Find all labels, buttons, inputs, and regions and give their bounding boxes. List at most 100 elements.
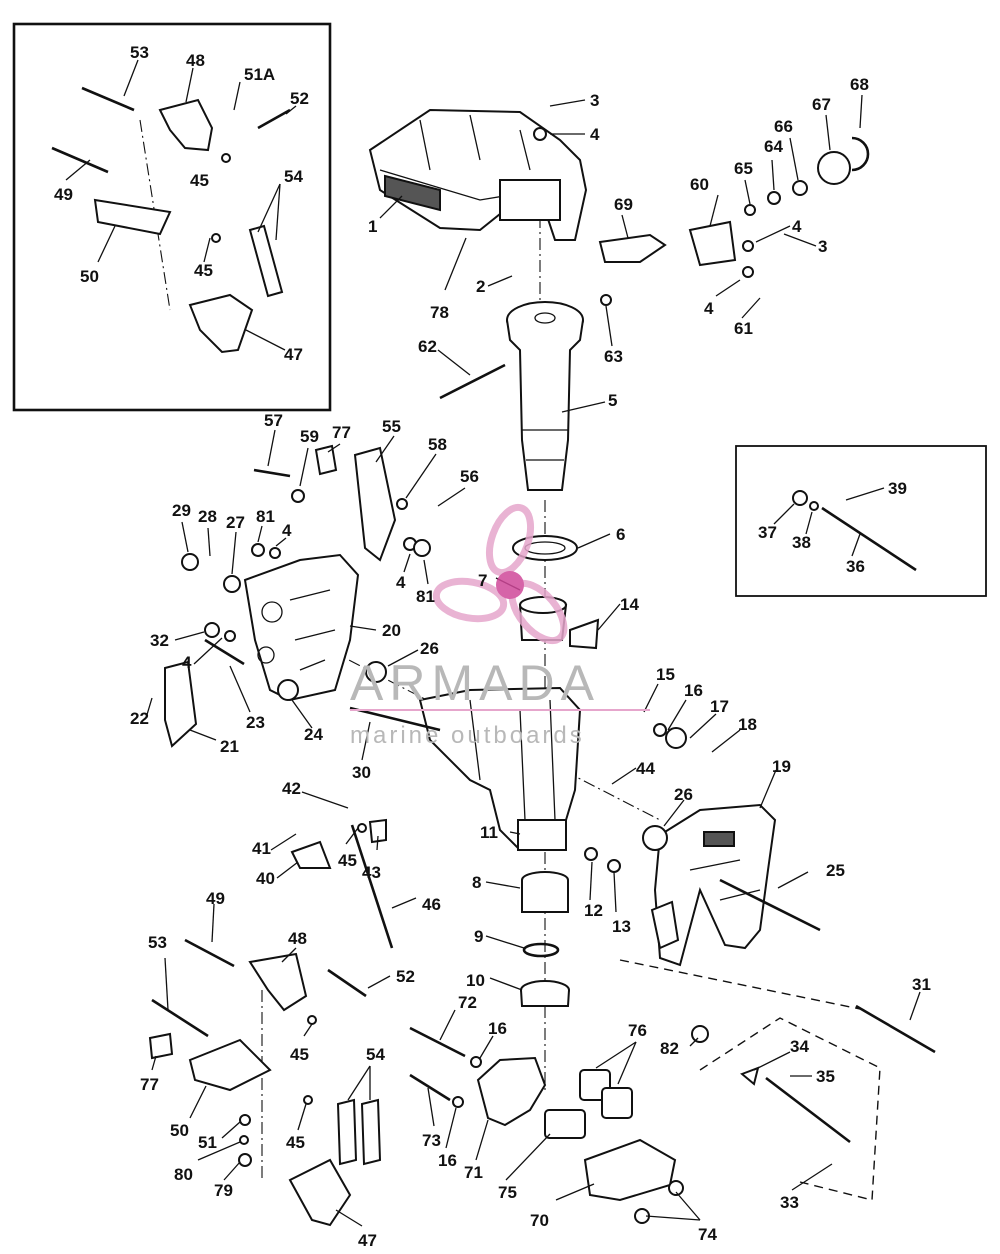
label-43: 43: [362, 863, 381, 882]
label-67: 67: [812, 95, 831, 114]
label-4-left: 4: [182, 653, 192, 672]
label-23: 23: [246, 713, 265, 732]
label-45-inset-b: 45: [194, 261, 213, 280]
label-3-right: 3: [818, 237, 827, 256]
wedge-14: [569, 618, 600, 650]
inset-box-right: [735, 445, 987, 597]
label-77-lower: 77: [140, 1075, 159, 1094]
logo-blade-top: [485, 503, 535, 577]
logo-hub: [496, 571, 524, 599]
seal-10: [520, 980, 570, 1007]
label-45-mid: 45: [338, 851, 357, 870]
label-12: 12: [584, 901, 603, 920]
label-40: 40: [256, 869, 275, 888]
label-18: 18: [738, 715, 757, 734]
label-26-left: 26: [420, 639, 439, 658]
label-64: 64: [764, 137, 783, 156]
label-73: 73: [422, 1131, 441, 1150]
label-80: 80: [174, 1165, 193, 1184]
label-4-mid-b: 4: [396, 573, 406, 592]
stern-bracket-right: [653, 803, 777, 967]
dashed-group-outline: [699, 1017, 881, 1201]
label-81-left: 81: [256, 507, 275, 526]
label-66: 66: [774, 117, 793, 136]
label-6: 6: [616, 525, 625, 544]
label-19: 19: [772, 757, 791, 776]
label-48-inset: 48: [186, 51, 205, 70]
label-45-lower-b: 45: [286, 1133, 305, 1152]
label-36: 36: [846, 557, 865, 576]
o-ring-9: [522, 942, 560, 958]
label-8: 8: [472, 873, 481, 892]
label-28: 28: [198, 507, 217, 526]
label-63: 63: [604, 347, 623, 366]
label-37: 37: [758, 523, 777, 542]
label-59: 59: [300, 427, 319, 446]
label-1: 1: [368, 217, 377, 236]
label-46: 46: [422, 895, 441, 914]
label-74: 74: [698, 1225, 717, 1244]
label-62: 62: [418, 337, 437, 356]
label-53-lower: 53: [148, 933, 167, 952]
label-27: 27: [226, 513, 245, 532]
label-49-inset: 49: [54, 185, 73, 204]
stern-bracket-left: [243, 553, 360, 702]
label-4-right-a: 4: [792, 217, 802, 236]
label-57: 57: [264, 411, 283, 430]
stud-axis: [619, 959, 866, 1011]
leader-lines: [65, 59, 921, 1227]
label-55: 55: [382, 417, 401, 436]
label-4-right-b: 4: [704, 299, 714, 318]
label-38: 38: [792, 533, 811, 552]
label-69: 69: [614, 195, 633, 214]
label-65: 65: [734, 159, 753, 178]
label-71: 71: [464, 1163, 483, 1182]
swivel-bracket: [368, 108, 588, 241]
label-21: 21: [220, 737, 239, 756]
label-51: 51: [198, 1133, 217, 1152]
label-45-inset-a: 45: [190, 171, 209, 190]
label-54-inset: 54: [284, 167, 303, 186]
label-17: 17: [710, 697, 729, 716]
label-24: 24: [304, 725, 323, 744]
label-50-inset: 50: [80, 267, 99, 286]
logo-blade-left: [432, 577, 508, 623]
label-47-inset: 47: [284, 345, 303, 364]
label-9: 9: [474, 927, 483, 946]
label-16-right: 16: [684, 681, 703, 700]
label-20: 20: [382, 621, 401, 640]
label-53-inset: 53: [130, 43, 149, 62]
part-labels: 53 48 51A 52 49 45 54 50 45 47 3 4 1 2 7…: [54, 43, 931, 1250]
watermark-brand: ARMADA: [350, 655, 600, 711]
label-11: 11: [480, 823, 498, 842]
label-33: 33: [780, 1193, 799, 1212]
steering-tube: [506, 301, 584, 491]
label-78: 78: [430, 303, 449, 322]
label-14: 14: [620, 595, 639, 614]
label-51a: 51A: [244, 65, 275, 84]
label-41: 41: [252, 839, 271, 858]
label-44: 44: [636, 759, 655, 778]
label-75: 75: [498, 1183, 517, 1202]
label-15: 15: [656, 665, 675, 684]
label-10: 10: [466, 971, 485, 990]
label-32: 32: [150, 631, 169, 650]
bolts-and-rods: [51, 86, 936, 1144]
label-50-lower: 50: [170, 1121, 189, 1140]
label-35: 35: [816, 1067, 835, 1086]
label-30: 30: [352, 763, 371, 782]
label-45-lower-a: 45: [290, 1045, 309, 1064]
label-49-lower: 49: [206, 889, 225, 908]
swivel-housing: [418, 686, 582, 852]
label-29: 29: [172, 501, 191, 520]
label-39: 39: [888, 479, 907, 498]
label-2: 2: [476, 277, 485, 296]
inset-box-top-left: [12, 22, 332, 412]
armada-logo: [432, 503, 568, 644]
label-56: 56: [460, 467, 479, 486]
label-82: 82: [660, 1039, 679, 1058]
nuts-and-washers: [181, 127, 870, 1224]
levers-and-brackets: [93, 98, 760, 1227]
lower-bushing: [521, 871, 569, 913]
